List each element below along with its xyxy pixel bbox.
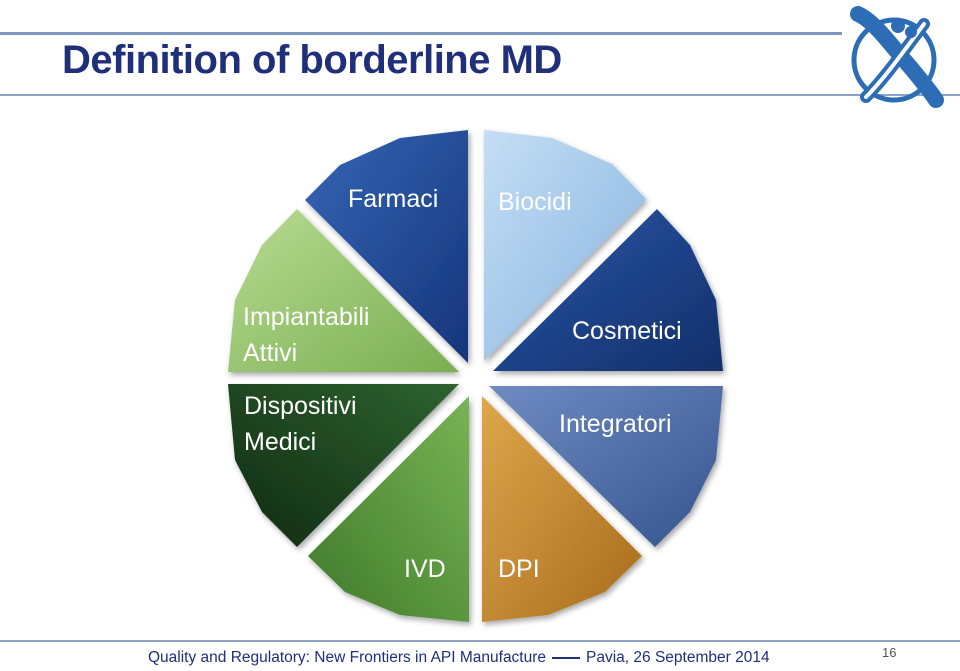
label-integratori: Integratori (559, 410, 672, 438)
page-number: 16 (882, 645, 897, 660)
segment-dispositivi-medici[interactable] (228, 384, 459, 547)
title-underline (0, 94, 960, 96)
segment-impiantabili-attivi[interactable] (228, 209, 459, 372)
segment-farmaci[interactable] (305, 130, 468, 363)
footer-event: Quality and Regulatory: New Frontiers in… (148, 649, 547, 666)
label-ivd: IVD (404, 555, 446, 583)
footer-dash (552, 657, 581, 659)
label-dispositivi-line2: Medici (244, 428, 316, 456)
footer-location-date: Pavia, 26 September 2014 (586, 649, 770, 666)
label-dpi: DPI (498, 555, 540, 583)
label-dispositivi-line1: Dispositivi (244, 392, 357, 420)
label-impiantabili-line1: Impiantabili (243, 303, 369, 331)
label-farmaci: Farmaci (348, 185, 438, 213)
segment-integratori[interactable] (489, 386, 723, 547)
footer-rule (0, 640, 960, 642)
slide-title: Definition of borderline MD (62, 38, 562, 82)
organization-logo (850, 6, 944, 108)
segment-ivd[interactable] (308, 396, 469, 622)
segment-dpi[interactable] (482, 396, 642, 622)
top-rule (0, 32, 842, 35)
label-cosmetici: Cosmetici (572, 317, 682, 345)
label-biocidi: Biocidi (498, 188, 572, 216)
segment-biocidi[interactable] (484, 130, 646, 361)
footer-text: Quality and Regulatory: New Frontiers in… (148, 649, 770, 667)
segment-cosmetici[interactable] (493, 209, 723, 371)
label-impiantabili-line2: Attivi (243, 339, 297, 367)
